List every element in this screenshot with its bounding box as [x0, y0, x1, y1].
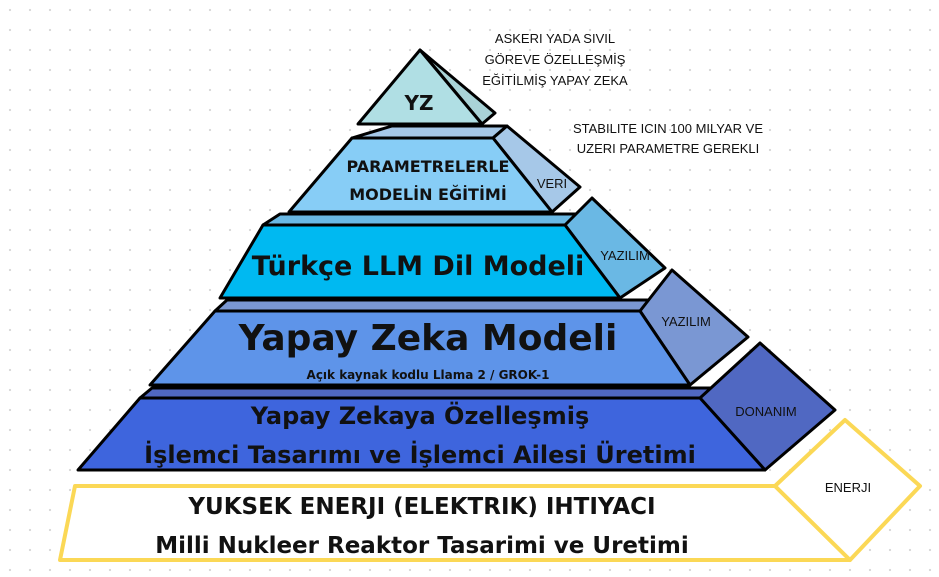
training-line-2: MODELİN EĞİTİMİ — [349, 185, 507, 204]
hardware-line-2: İşlemci Tasarımı ve İşlemci Ailesi Üreti… — [144, 439, 696, 469]
tier-llm: YAZILIM Türkçe LLM Dil Modeli — [218, 196, 667, 300]
hardware-line-1: Yapay Zekaya Özelleşmiş — [250, 400, 589, 430]
tier-model: YAZILIM Yapay Zeka Modeli Açık kaynak ko… — [148, 268, 750, 387]
model-front — [148, 309, 692, 387]
energy-diamond — [773, 418, 922, 562]
training-front — [287, 136, 554, 214]
llm-title: Türkçe LLM Dil Modeli — [252, 251, 585, 282]
training-line-1: PARAMETRELERLE — [347, 157, 510, 176]
llm-side-label: YAZILIM — [600, 248, 650, 263]
training-side-label: VERI — [537, 176, 567, 191]
energy-line-1: YUKSEK ENERJI (ELEKTRIK) IHTIYACI — [187, 494, 655, 520]
llm-ledge — [261, 212, 590, 227]
param-note-line-1: STABILITE ICIN 100 MILYAR VE — [573, 121, 763, 136]
model-ledge — [213, 298, 662, 313]
tier-training: VERI PARAMETRELERLE MODELİN EĞİTİMİ — [287, 124, 582, 214]
hardware-side-label: DONANIM — [735, 404, 796, 419]
top-annotation: ASKERI YADA SIVIL GÖREVE ÖZELLEŞMİŞ EĞİT… — [482, 31, 628, 88]
model-subtitle: Açık kaynak kodlu Llama 2 / GROK-1 — [307, 368, 550, 382]
training-ledge — [350, 124, 509, 140]
tier-energy: ENERJI YUKSEK ENERJI (ELEKTRIK) IHTIYACI… — [58, 418, 922, 562]
tier-hardware: DONANIM Yapay Zekaya Özelleşmiş İşlemci … — [76, 341, 837, 472]
yz-front — [356, 48, 484, 126]
llm-front — [218, 223, 622, 300]
model-title: Yapay Zeka Modeli — [238, 318, 618, 359]
top-note-line-3: EĞİTİLMİŞ YAPAY ZEKA — [482, 73, 628, 88]
param-annotation: STABILITE ICIN 100 MILYAR VE UZERI PARAM… — [573, 121, 763, 156]
energy-side-label: ENERJI — [825, 480, 871, 495]
energy-line-2: Milli Nukleer Reaktor Tasarimi ve Uretim… — [155, 533, 689, 559]
top-note-line-2: GÖREVE ÖZELLEŞMİŞ — [485, 52, 626, 67]
yz-title: YZ — [404, 91, 434, 115]
hardware-front — [76, 396, 767, 472]
tier-yz: YZ — [356, 48, 497, 126]
param-note-line-2: UZERI PARAMETRE GEREKLI — [577, 141, 760, 156]
model-side-label: YAZILIM — [661, 314, 711, 329]
top-note-line-1: ASKERI YADA SIVIL — [495, 31, 615, 46]
